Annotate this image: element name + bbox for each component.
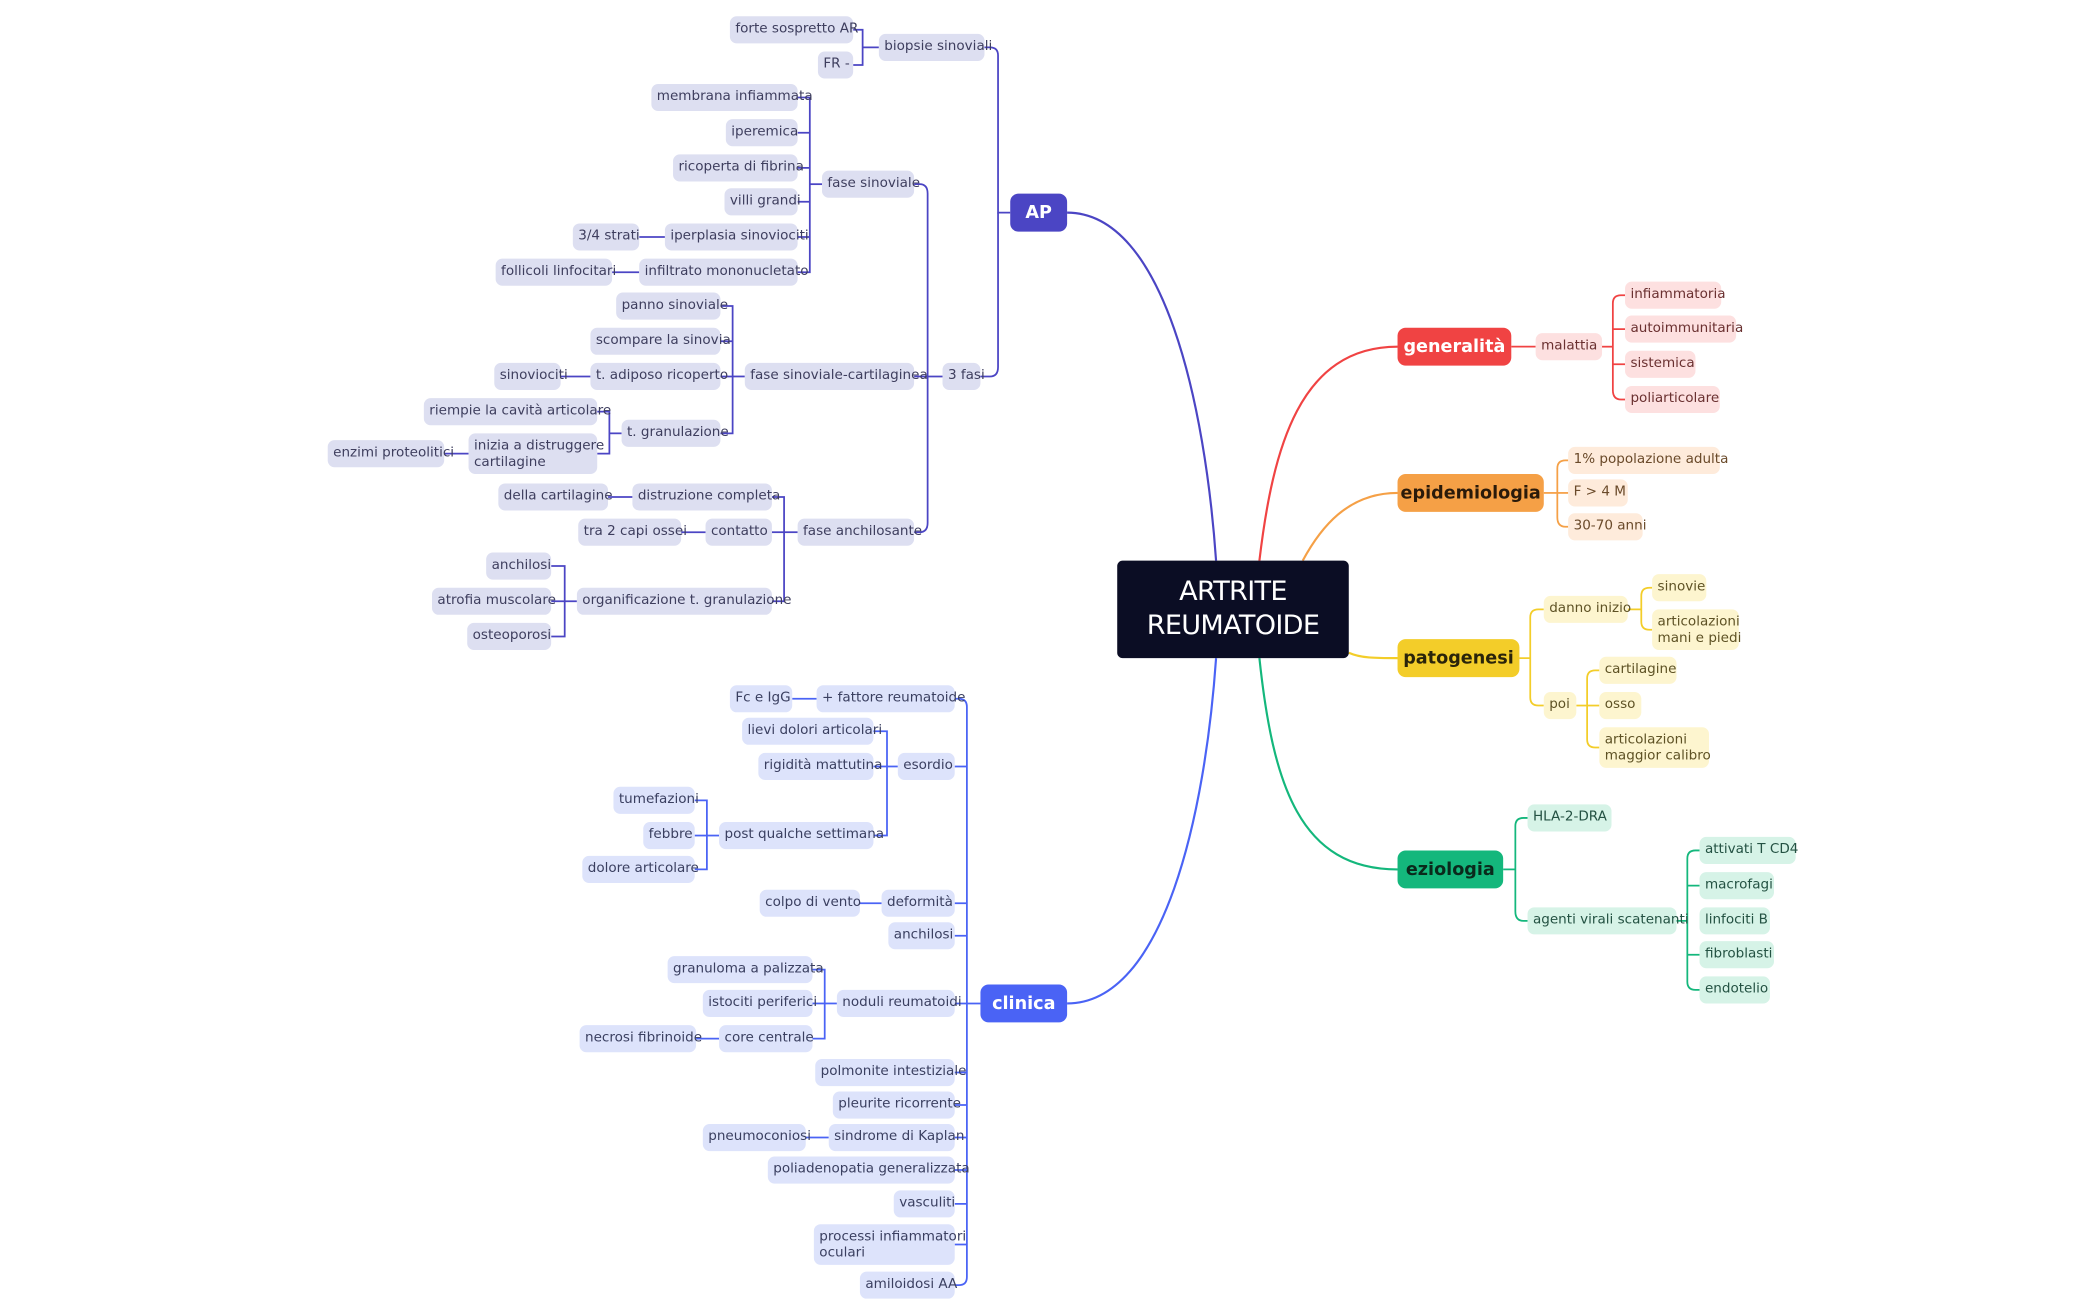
node-sinovie[interactable]: sinovie	[1652, 574, 1707, 602]
node-fr-negativo[interactable]: FR -	[817, 51, 854, 79]
node-core-centrale[interactable]: core centrale	[719, 1025, 814, 1053]
node-osteoporosi[interactable]: osteoporosi	[467, 622, 552, 651]
node-panno-sinoviale[interactable]: panno sinoviale	[616, 292, 728, 320]
node-dolore-articolare[interactable]: dolore articolare	[582, 855, 699, 883]
node-iperemica[interactable]: iperemica	[725, 119, 798, 147]
node-membrana-infiammata[interactable]: membrana infiammata	[651, 83, 813, 112]
node-contatto[interactable]: contatto	[705, 518, 772, 546]
art1-line1: articolazioni	[1657, 614, 1740, 630]
node-enzimi-proteolitici[interactable]: enzimi proteolitici	[327, 440, 454, 468]
node-sistemica[interactable]: sistemica	[1625, 350, 1696, 378]
node-macrofagi[interactable]: macrofagi	[1699, 872, 1775, 900]
node-fc-igg[interactable]: Fc e IgG	[729, 685, 793, 713]
node-febbre[interactable]: febbre	[643, 821, 695, 850]
processi-line2: oculari	[819, 1245, 865, 1261]
node-amiloidosi[interactable]: amiloidosi AA	[859, 1271, 957, 1299]
node-osso[interactable]: osso	[1599, 691, 1642, 720]
node-rigidita-mattutina[interactable]: rigidità mattutina	[758, 752, 882, 781]
inizia-line1: inizia a distruggere	[473, 438, 605, 454]
node-popolazione-adulta[interactable]: 1% popolazione adulta	[1568, 446, 1728, 474]
node-tumefazioni[interactable]: tumefazioni	[613, 786, 699, 814]
node-organificazione[interactable]: organificazione t. granulazione	[576, 587, 791, 615]
node-atrofia-muscolare[interactable]: atrofia muscolare	[431, 587, 556, 615]
node-articolazioni-mani-piedi[interactable]: articolazioni mani e piedi	[1652, 609, 1742, 651]
topic-eziologia[interactable]: eziologia	[1397, 850, 1504, 889]
node-distruzione-completa[interactable]: distruzione completa	[632, 483, 780, 511]
node-riempie-cavita[interactable]: riempie la cavità articolare	[423, 398, 611, 426]
node-iperplasia-sinoviociti[interactable]: iperplasia sinoviociti	[664, 223, 809, 251]
node-fase-sinoviale[interactable]: fase sinoviale	[821, 170, 920, 198]
node-esordio[interactable]: esordio	[897, 752, 955, 781]
topic-patogenesi[interactable]: patogenesi	[1397, 639, 1520, 678]
node-eta[interactable]: 30-70 anni	[1568, 513, 1646, 541]
node-sinoviociti[interactable]: sinoviociti	[494, 362, 568, 391]
node-colpo-di-vento[interactable]: colpo di vento	[759, 889, 861, 917]
node-endotelio[interactable]: endotelio	[1699, 976, 1770, 1004]
node-granulazione[interactable]: t. granulazione	[621, 419, 729, 447]
node-della-cartilagine[interactable]: della cartilagine	[498, 483, 613, 511]
node-tra-2-capi-ossei[interactable]: tra 2 capi ossei	[578, 518, 687, 546]
processi-line1: processi infiammatori	[819, 1229, 967, 1245]
topic-clinica[interactable]: clinica	[980, 984, 1068, 1023]
node-post-settimana[interactable]: post qualche settimana	[719, 821, 884, 850]
node-inizia-distruggere[interactable]: inizia a distruggere cartilagine	[468, 433, 605, 474]
art2-line2: maggior calibro	[1604, 748, 1711, 764]
node-infiammatoria[interactable]: infiammatoria	[1625, 281, 1726, 309]
topic-epidemiologia[interactable]: epidemiologia	[1397, 473, 1544, 512]
node-necrosi-fibrinoide[interactable]: necrosi fibrinoide	[579, 1025, 702, 1053]
node-scompare-sinovia[interactable]: scompare la sinovia	[590, 327, 731, 355]
node-poliadenopatia[interactable]: poliadenopatia generalizzata	[767, 1156, 970, 1184]
node-noduli-reumatoidi[interactable]: noduli reumatoidi	[836, 989, 962, 1018]
node-istociti-periferici[interactable]: istociti periferici	[702, 989, 817, 1018]
node-danno-inizio[interactable]: danno inizio	[1543, 595, 1631, 623]
root-title-line1: ARTRITE	[1179, 574, 1287, 607]
node-polmonite[interactable]: polmonite intestiziale	[815, 1058, 966, 1087]
node-articolazioni-maggior-calibro[interactable]: articolazioni maggior calibro	[1599, 727, 1711, 768]
node-anchilosi-ap[interactable]: anchilosi	[486, 552, 552, 580]
root-node[interactable]: ARTRITE REUMATOIDE	[1117, 560, 1349, 659]
node-f-m-ratio[interactable]: F > 4 M	[1568, 479, 1628, 507]
node-sindrome-kaplan[interactable]: sindrome di Kaplan	[828, 1123, 964, 1152]
root-title-line2: REUMATOIDE	[1146, 608, 1320, 641]
node-fase-anchilosante[interactable]: fase anchilosante	[797, 518, 922, 546]
node-linfociti-b[interactable]: linfociti B	[1699, 907, 1770, 935]
node-poi[interactable]: poi	[1543, 691, 1577, 720]
node-cartilagine[interactable]: cartilagine	[1599, 656, 1677, 684]
inizia-line2: cartilagine	[473, 455, 546, 470]
node-t-cd4[interactable]: attivati T CD4	[1699, 836, 1798, 864]
node-fibroblasti[interactable]: fibroblasti	[1699, 941, 1775, 969]
node-deformita[interactable]: deformità	[881, 889, 955, 917]
topic-ap[interactable]: AP	[1010, 193, 1068, 232]
topic-generalita[interactable]: generalità	[1397, 327, 1512, 366]
node-pneumoconiosi[interactable]: pneumoconiosi	[702, 1123, 811, 1152]
node-agenti-virali[interactable]: agenti virali scatenanti	[1527, 907, 1689, 935]
node-villi-grandi[interactable]: villi grandi	[724, 188, 801, 216]
node-3-4-strati[interactable]: 3/4 strati	[572, 223, 640, 251]
node-infiltrato-mononucleato[interactable]: infiltrato mononucletato	[639, 258, 809, 286]
art1-line2: mani e piedi	[1657, 631, 1742, 646]
node-autoimmunitaria[interactable]: autoimmunitaria	[1625, 315, 1743, 343]
node-forte-sospetto[interactable]: forte sospretto AR	[729, 16, 858, 44]
node-lievi-dolori[interactable]: lievi dolori articolari	[742, 717, 882, 745]
node-biopsie-sinoviali[interactable]: biopsie sinoviali	[878, 33, 992, 61]
node-pleurite[interactable]: pleurite ricorrente	[832, 1091, 961, 1119]
node-anchilosi-clinica[interactable]: anchilosi	[888, 922, 955, 950]
node-adiposo-ricoperto[interactable]: t. adiposo ricoperto	[590, 362, 728, 391]
node-fase-sinoviale-cartilaginea[interactable]: fase sinoviale-cartilaginea	[744, 362, 928, 391]
node-malattia[interactable]: malattia	[1535, 333, 1603, 361]
node-follicoli-linfocitari[interactable]: follicoli linfocitari	[495, 258, 616, 286]
node-hla[interactable]: HLA-2-DRA	[1527, 804, 1612, 832]
node-processi-oculari[interactable]: processi infiammatori oculari	[813, 1224, 967, 1265]
node-3-fasi[interactable]: 3 fasi	[942, 362, 985, 391]
node-poliarticolare[interactable]: poliarticolare	[1625, 385, 1720, 414]
node-ricoperta-fibrina[interactable]: ricoperta di fibrina	[673, 154, 804, 182]
node-fattore-reumatoide[interactable]: + fattore reumatoide	[816, 685, 966, 713]
art2-line1: articolazioni	[1604, 732, 1687, 748]
node-granuloma-palizzata[interactable]: granuloma a palizzata	[667, 956, 824, 984]
node-vasculiti[interactable]: vasculiti	[893, 1190, 955, 1218]
